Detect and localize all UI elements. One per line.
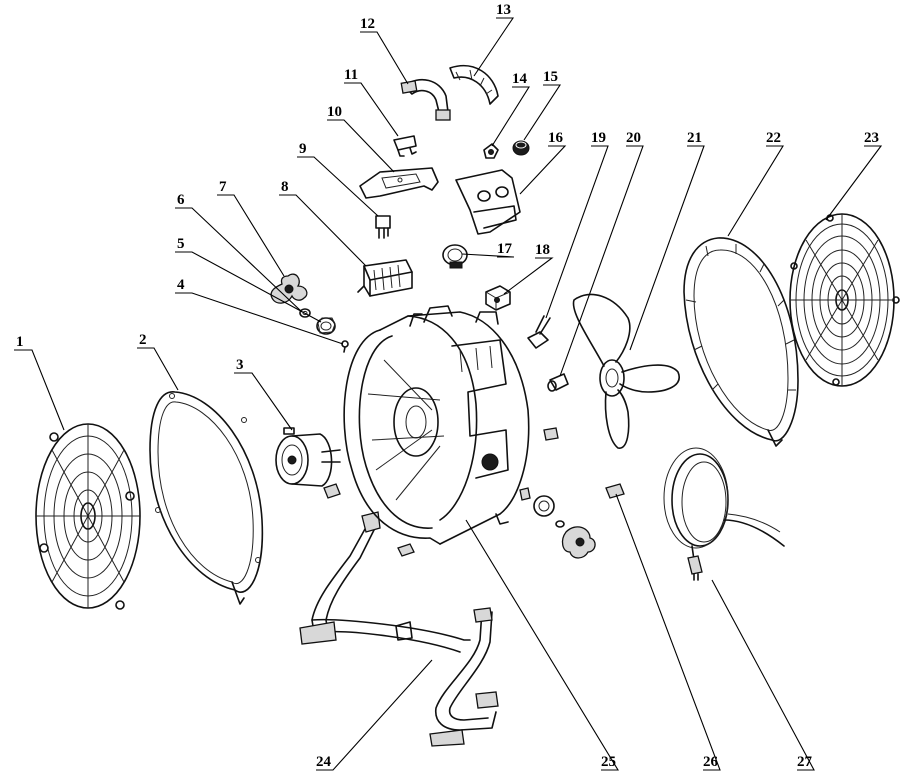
part-26-feet — [323, 427, 625, 557]
side-knob-assembly — [533, 495, 596, 559]
part-4-screw — [341, 340, 349, 353]
callout-19: 19 — [591, 130, 606, 146]
callout-2: 2 — [139, 332, 147, 348]
callout-14: 14 — [512, 71, 528, 87]
part-15-cap-knob — [512, 140, 530, 156]
callout-15: 15 — [543, 69, 558, 85]
callout-4: 4 — [177, 277, 185, 293]
callout-5: 5 — [177, 236, 185, 252]
part-14-small-knob — [483, 143, 499, 159]
callout-21: 21 — [687, 130, 702, 146]
callout-9: 9 — [299, 141, 307, 157]
callout-25: 25 — [601, 754, 616, 770]
part-5-nut — [316, 317, 336, 335]
part-24-stand-frame — [299, 511, 499, 747]
callout-11: 11 — [344, 67, 358, 83]
part-18-relay — [485, 285, 511, 311]
callout-13: 13 — [496, 2, 511, 18]
part-3-motor — [275, 427, 341, 487]
callout-labels: 1 2 3 4 5 6 7 8 9 10 11 12 13 14 15 16 1… — [16, 2, 879, 770]
callout-18: 18 — [535, 242, 550, 258]
part-22-back-ring — [683, 237, 799, 447]
part-17-timer — [442, 244, 468, 269]
callout-8: 8 — [281, 179, 289, 195]
part-13-handle-cover — [449, 64, 499, 105]
part-1-front-grille — [35, 423, 141, 610]
callout-26: 26 — [703, 754, 719, 770]
callout-6: 6 — [177, 192, 185, 208]
part-7-knob — [270, 273, 308, 304]
callout-1: 1 — [16, 334, 24, 350]
part-21-fan-blade — [572, 293, 680, 449]
callout-16: 16 — [548, 130, 564, 146]
callout-7: 7 — [219, 179, 227, 195]
callout-10: 10 — [327, 104, 342, 120]
part-6-washer — [299, 308, 311, 318]
leader-lines — [14, 17, 883, 771]
callout-22: 22 — [766, 130, 781, 146]
callout-23: 23 — [864, 130, 879, 146]
part-10-top-cover — [359, 167, 439, 199]
part-20-sleeve — [547, 373, 569, 392]
callout-3: 3 — [236, 357, 244, 373]
part-16-control-panel — [455, 169, 521, 235]
part-25-drum-housing — [343, 305, 531, 545]
part-11-clip — [393, 135, 417, 157]
part-12-handle — [400, 78, 451, 121]
part-2-front-ring — [149, 391, 264, 605]
part-23-back-grille — [789, 213, 900, 387]
callout-27: 27 — [797, 754, 813, 770]
callout-24: 24 — [316, 754, 332, 770]
part-27-power-cord — [663, 447, 785, 581]
callout-17: 17 — [497, 241, 513, 257]
callout-12: 12 — [360, 16, 375, 32]
part-8-control-box — [357, 259, 413, 297]
part-19-terminal — [527, 315, 551, 349]
part-9-switch — [375, 215, 391, 239]
callout-20: 20 — [626, 130, 641, 146]
